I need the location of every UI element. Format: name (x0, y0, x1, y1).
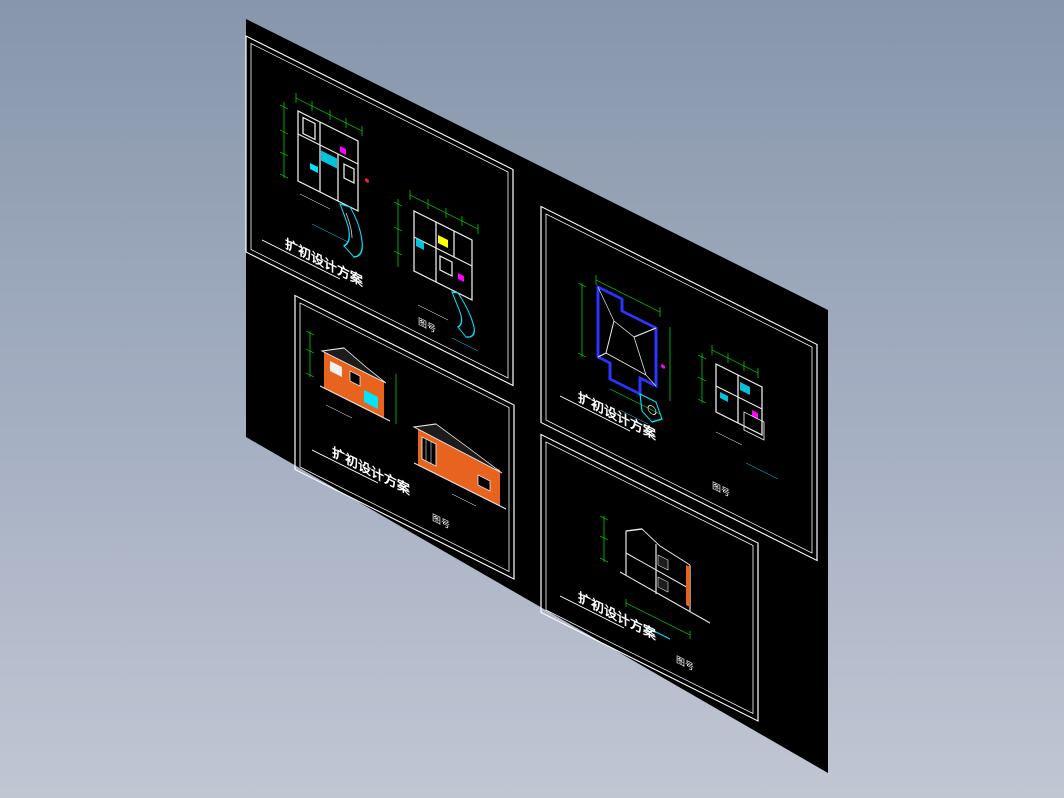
roof-plan (578, 274, 671, 425)
roof-floor-plan (698, 344, 778, 480)
sheet-frame-inner (545, 213, 813, 554)
sheet-frame-inner (545, 441, 754, 715)
sheet-title-underline (262, 239, 340, 280)
floor-plan-left (280, 92, 369, 258)
sheet-frame-outer (540, 205, 818, 562)
sheet-title-underline (560, 395, 630, 432)
sheet-frame-inner (250, 42, 509, 379)
sheet-frame-outer (245, 35, 514, 387)
side-elevation (412, 423, 506, 510)
sheet-frame-outer (294, 294, 515, 580)
front-elevation (306, 330, 397, 425)
sheet-frame-outer (540, 433, 759, 722)
building-section (600, 515, 711, 640)
model-space-background (246, 19, 828, 773)
sheet-frame-inner (299, 302, 510, 573)
sheet-title-underline (312, 449, 378, 484)
sheet-title-underline (560, 595, 624, 629)
floor-plan-right (394, 189, 479, 352)
